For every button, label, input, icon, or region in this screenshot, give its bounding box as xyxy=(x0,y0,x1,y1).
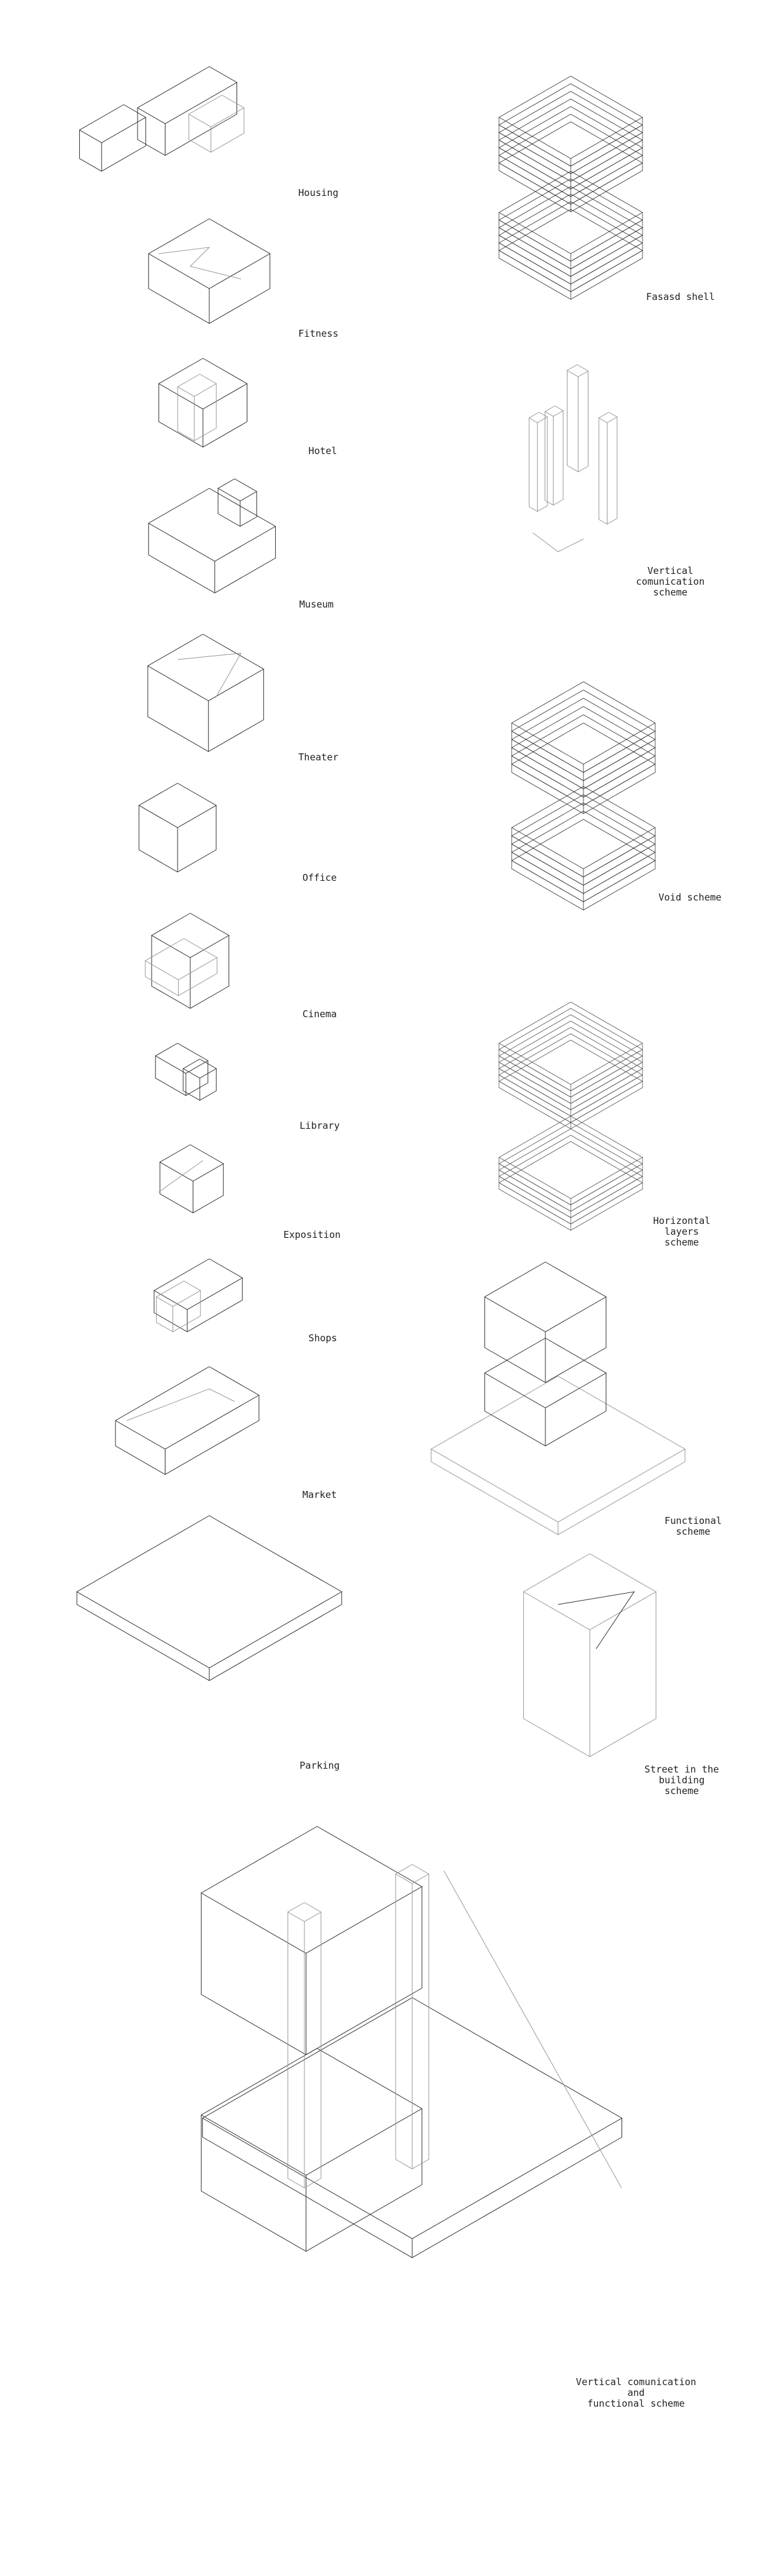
hotel-drawing xyxy=(158,358,248,448)
exposition-drawing xyxy=(158,1144,224,1214)
parking-drawing xyxy=(76,1515,342,1681)
label-theater: Theater xyxy=(298,751,339,763)
label-exposition: Exposition xyxy=(283,1229,341,1240)
museum-drawing xyxy=(148,478,276,594)
label-hotel: Hotel xyxy=(308,445,337,457)
label-library: Library xyxy=(299,1120,340,1131)
library-drawing xyxy=(155,1043,218,1101)
shops-drawing xyxy=(153,1258,244,1332)
label-office: Office xyxy=(302,872,337,883)
label-facade-shell: Fasasd shell xyxy=(646,291,715,302)
vertical-communication-drawing xyxy=(528,364,618,552)
label-housing: Housing xyxy=(298,187,339,198)
housing-drawing xyxy=(79,66,245,172)
office-drawing xyxy=(138,783,217,873)
horizontal-layers-drawing xyxy=(498,1001,643,1231)
functional-scheme-drawing xyxy=(430,1261,686,1535)
street-scheme-drawing xyxy=(523,1553,657,1757)
label-street-scheme: Street in the building scheme xyxy=(644,1764,719,1797)
market-drawing xyxy=(115,1366,260,1475)
label-final-scheme: Vertical comunication and functional sch… xyxy=(576,2376,696,2409)
facade-shell-drawing xyxy=(498,75,643,300)
final-combined-drawing xyxy=(200,1826,623,2258)
fitness-drawing xyxy=(148,218,271,324)
label-void-scheme: Void scheme xyxy=(658,892,722,903)
theater-drawing xyxy=(146,634,264,752)
label-functional-scheme: Functional scheme xyxy=(664,1515,722,1537)
label-parking: Parking xyxy=(299,1760,340,1771)
label-horizontal-layers: Horizontal layers scheme xyxy=(653,1215,711,1248)
label-cinema: Cinema xyxy=(302,1008,337,1020)
label-shops: Shops xyxy=(308,1332,337,1344)
label-museum: Museum xyxy=(299,599,334,610)
label-fitness: Fitness xyxy=(298,328,339,339)
cinema-drawing xyxy=(145,913,230,1009)
label-vertical-communication: Vertical comunication scheme xyxy=(635,565,705,598)
void-scheme-drawing xyxy=(511,681,656,911)
label-market: Market xyxy=(302,1489,337,1500)
